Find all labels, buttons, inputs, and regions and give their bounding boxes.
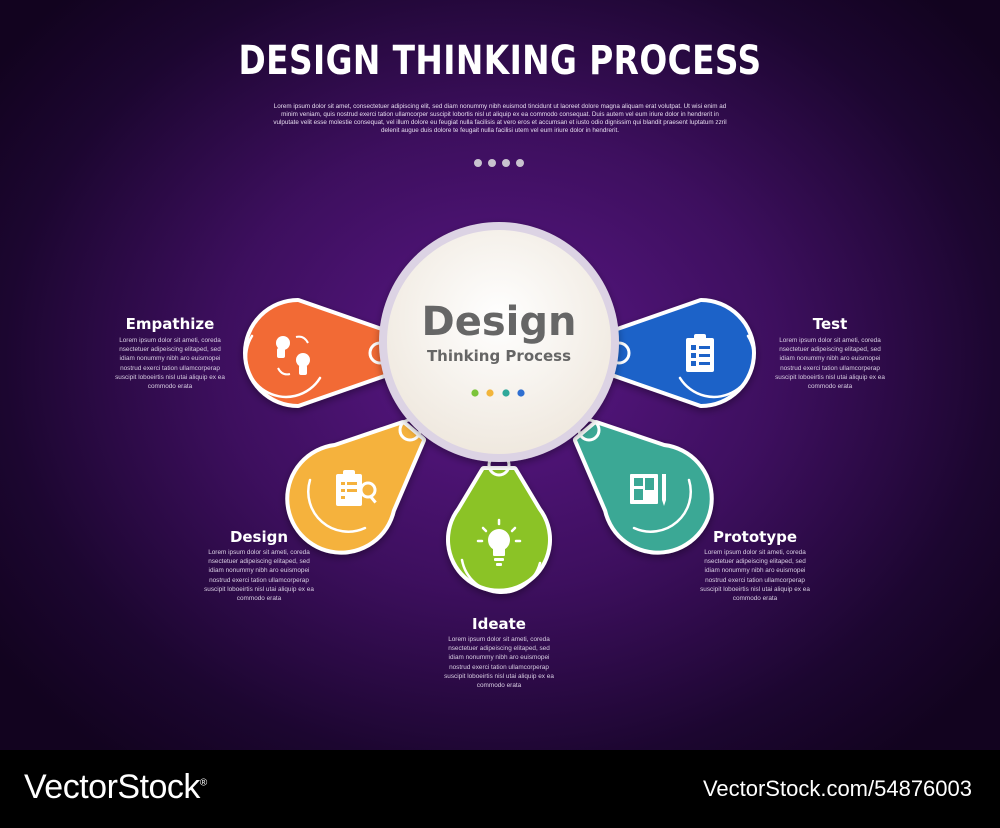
- hub-title: Design: [422, 299, 577, 345]
- petal-ideate[interactable]: [446, 453, 552, 594]
- step-text-empathize: Lorem ipsum dolor sit ameti, coreda nsec…: [115, 337, 225, 391]
- brand-name: VectorStock: [24, 768, 200, 806]
- step-title-empathize: Empathize: [125, 315, 215, 333]
- empathy-heads-icon: [276, 335, 310, 376]
- lightbulb-icon: [476, 518, 522, 566]
- step-title-design: Design: [229, 528, 289, 546]
- checklist-icon: [686, 334, 714, 372]
- title-dot: [516, 159, 524, 167]
- petal-shape: [595, 302, 752, 404]
- watermark-footer: VectorStock® VectorStock.com/54876003: [0, 750, 1000, 828]
- blueprint-pencil-icon: [630, 474, 666, 506]
- hub-dot: [517, 389, 525, 397]
- process-diagram: Design Thinking Process: [243, 222, 756, 594]
- brand-logo: VectorStock®: [24, 768, 207, 807]
- page-title: DESIGN THINKING PROCESS: [238, 38, 762, 84]
- title-dot: [502, 159, 510, 167]
- step-text-design: Lorem ipsum dolor sit ameti, coreda nsec…: [204, 549, 314, 603]
- petal-design[interactable]: [285, 418, 426, 555]
- infographic-canvas: DESIGN THINKING PROCESS Lorem ipsum dolo…: [0, 0, 1000, 750]
- step-title-ideate: Ideate: [472, 615, 526, 633]
- hub-dot: [471, 389, 479, 397]
- step-title-test: Test: [812, 315, 848, 333]
- step-title-prototype: Prototype: [712, 528, 798, 546]
- hub-dot: [486, 389, 494, 397]
- petal-test[interactable]: [591, 298, 756, 408]
- intro-paragraph: Lorem ipsum dolor sit amet, consectetuer…: [273, 103, 727, 134]
- hub-subtitle: Thinking Process: [427, 347, 571, 365]
- brand-url: VectorStock.com/54876003: [702, 776, 972, 801]
- hub-dot: [502, 389, 510, 397]
- clipboard-search-icon: [336, 470, 377, 506]
- step-text-ideate: Lorem ipsum dolor sit ameti, coreda nsec…: [444, 636, 554, 690]
- title-dots: [474, 159, 524, 167]
- title-dot: [474, 159, 482, 167]
- step-text-test: Lorem ipsum dolor sit ameti, coreda nsec…: [775, 337, 885, 391]
- brand-registered: ®: [199, 777, 207, 789]
- hub-circle: Design Thinking Process: [379, 222, 619, 462]
- petal-shape: [247, 302, 404, 404]
- step-text-prototype: Lorem ipsum dolor sit ameti, coreda nsec…: [700, 549, 810, 603]
- petal-prototype[interactable]: [573, 418, 714, 555]
- petal-empathize[interactable]: [243, 298, 408, 408]
- title-dot: [488, 159, 496, 167]
